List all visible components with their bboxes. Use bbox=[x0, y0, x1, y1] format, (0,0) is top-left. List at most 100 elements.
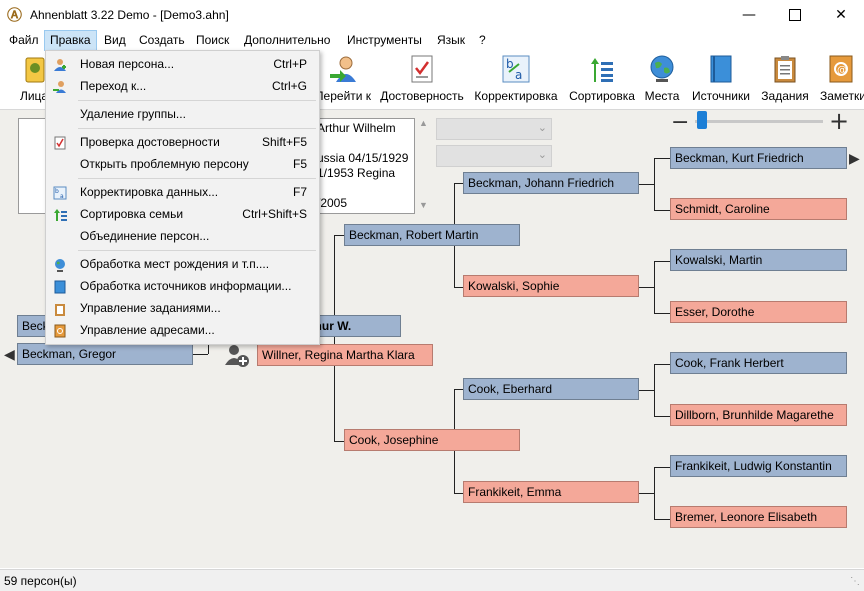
plausibility-icon bbox=[53, 135, 67, 150]
toolbar-places-button[interactable]: Места bbox=[642, 54, 682, 106]
tree-node-grandparent[interactable]: Cook, Eberhard bbox=[463, 378, 639, 400]
connector bbox=[654, 416, 670, 417]
tree-node-great-grandparent[interactable]: Kowalski, Martin bbox=[670, 249, 847, 271]
connector bbox=[638, 184, 654, 185]
toolbar-plausibility-button[interactable]: Достоверность bbox=[378, 54, 466, 106]
tree-node-spouse[interactable]: Willner, Regina Martha Klara bbox=[257, 344, 433, 366]
menu-delete-group[interactable]: Удаление группы... bbox=[46, 103, 319, 125]
zoom-slider-thumb[interactable] bbox=[697, 111, 707, 129]
toolbar-goto-button[interactable]: Перейти к bbox=[312, 54, 374, 106]
connector bbox=[654, 261, 670, 262]
menu-new-person[interactable]: Новая персона... Ctrl+P bbox=[46, 53, 319, 75]
tree-node-grandparent[interactable]: Kowalski, Sophie bbox=[463, 275, 639, 297]
tree-node-great-grandparent[interactable]: Esser, Dorothe bbox=[670, 301, 847, 323]
menu-edit-sources[interactable]: Обработка источников информации... bbox=[46, 275, 319, 297]
combo-1[interactable]: ⌄ bbox=[436, 118, 552, 140]
tree-node-grandparent[interactable]: Frankikeit, Emma bbox=[463, 481, 639, 503]
toolbar-plausibility-label: Достоверность bbox=[380, 89, 464, 103]
menu-edit[interactable]: Правка bbox=[44, 30, 97, 51]
tree-node-great-grandparent[interactable]: Beckman, Kurt Friedrich bbox=[670, 147, 847, 169]
connector bbox=[334, 441, 344, 442]
menu-language[interactable]: Язык bbox=[437, 33, 466, 47]
menu-label: Управление заданиями... bbox=[80, 301, 221, 315]
zoom-slider-track[interactable] bbox=[695, 120, 823, 123]
tree-node-great-grandparent[interactable]: Bremer, Leonore Elisabeth bbox=[670, 506, 847, 528]
svg-text:@: @ bbox=[837, 65, 847, 76]
close-button[interactable]: ✕ bbox=[818, 0, 864, 30]
toolbar-notes-button[interactable]: @ Заметки bbox=[816, 54, 864, 106]
menu-sort-family[interactable]: Сортировка семьи Ctrl+Shift+S bbox=[46, 203, 319, 225]
menu-create[interactable]: Создать bbox=[139, 33, 185, 47]
nav-right-arrow-icon[interactable]: ▶ bbox=[849, 150, 860, 166]
combo-2[interactable]: ⌄ bbox=[436, 145, 552, 167]
connector bbox=[654, 519, 670, 520]
tree-node-great-grandparent[interactable]: Dillborn, Brunhilde Magarethe bbox=[670, 404, 847, 426]
maximize-button[interactable] bbox=[772, 0, 818, 30]
add-person-icon[interactable] bbox=[224, 343, 250, 369]
menu-tools[interactable]: Инструменты bbox=[347, 33, 422, 47]
minimize-button[interactable]: — bbox=[726, 0, 772, 30]
svg-text:b: b bbox=[506, 57, 514, 71]
tree-node-grandparent[interactable]: Beckman, Johann Friedrich bbox=[463, 172, 639, 194]
menu-help[interactable]: ? bbox=[479, 33, 486, 47]
zoom-out-button[interactable]: − bbox=[671, 110, 690, 135]
tree-node-father[interactable]: Beckman, Robert Martin bbox=[344, 224, 520, 246]
connector bbox=[654, 158, 670, 159]
tree-node-great-grandparent[interactable]: Schmidt, Caroline bbox=[670, 198, 847, 220]
toolbar-tasks-button[interactable]: Задания bbox=[760, 54, 810, 106]
menu-plausibility-check[interactable]: Проверка достоверности Shift+F5 bbox=[46, 131, 319, 153]
menu-label: Корректировка данных... bbox=[80, 185, 219, 199]
connector bbox=[654, 313, 670, 314]
sort-icon bbox=[53, 207, 67, 221]
menu-edit-places[interactable]: Обработка мест рождения и т.п.... bbox=[46, 253, 319, 275]
zoom-in-button[interactable]: + bbox=[829, 107, 850, 135]
connector bbox=[638, 287, 654, 288]
toolbar-sort-button[interactable]: Сортировка bbox=[567, 54, 637, 106]
connector bbox=[454, 493, 464, 494]
connector bbox=[334, 235, 344, 236]
address-book-icon bbox=[53, 323, 67, 338]
menu-view[interactable]: Вид bbox=[104, 33, 126, 47]
menu-goto-person[interactable]: Переход к... Ctrl+G bbox=[46, 75, 319, 97]
menu-manage-tasks[interactable]: Управление заданиями... bbox=[46, 297, 319, 319]
tree-node-great-grandparent[interactable]: Frankikeit, Ludwig Konstantin bbox=[670, 455, 847, 477]
edit-menu-dropdown: Новая персона... Ctrl+P Переход к... Ctr… bbox=[45, 50, 320, 345]
scroll-down-icon[interactable]: ▼ bbox=[419, 200, 428, 210]
tree-node-great-grandparent[interactable]: Cook, Frank Herbert bbox=[670, 352, 847, 374]
menu-file[interactable]: Файл bbox=[9, 33, 39, 47]
menu-shortcut: Ctrl+G bbox=[271, 79, 307, 93]
scroll-up-icon[interactable]: ▲ bbox=[419, 118, 428, 128]
resize-grip-icon[interactable]: ⋱ bbox=[850, 576, 860, 587]
globe-icon bbox=[647, 54, 677, 84]
connector bbox=[454, 389, 464, 390]
tree-node-child[interactable]: Beckman, Gregor bbox=[17, 343, 193, 365]
menu-separator bbox=[78, 100, 316, 101]
menu-shortcut: F5 bbox=[292, 157, 307, 171]
toolbar-faces-button[interactable]: Лица bbox=[16, 54, 52, 106]
connector bbox=[654, 158, 655, 210]
menu-manage-addresses[interactable]: Управление адресами... bbox=[46, 319, 319, 341]
toolbar-notes-label: Заметки bbox=[820, 89, 864, 103]
menu-label: Удаление группы... bbox=[80, 107, 186, 121]
toolbar-sources-label: Источники bbox=[692, 89, 750, 103]
info-line-2: ussia 04/15/1929 bbox=[317, 151, 409, 165]
connector bbox=[654, 467, 670, 468]
tree-node-mother[interactable]: Cook, Josephine bbox=[344, 429, 520, 451]
chevron-down-icon: ⌄ bbox=[537, 122, 547, 134]
add-person-icon bbox=[53, 57, 67, 71]
menu-open-problem-person[interactable]: Открыть проблемную персону F5 bbox=[46, 153, 319, 175]
menu-advanced[interactable]: Дополнительно bbox=[244, 33, 331, 47]
toolbar-sources-button[interactable]: Источники bbox=[689, 54, 753, 106]
menu-merge-persons[interactable]: Объединение персон... bbox=[46, 225, 319, 247]
menu-label: Переход к... bbox=[80, 79, 147, 93]
nav-left-arrow-icon[interactable]: ◀ bbox=[4, 346, 15, 362]
connector bbox=[192, 354, 208, 355]
menu-search[interactable]: Поиск bbox=[196, 33, 230, 47]
app-icon[interactable]: Ⓐ bbox=[7, 6, 23, 24]
toolbar-goto-label: Перейти к bbox=[314, 89, 372, 103]
menu-shortcut: Shift+F5 bbox=[261, 135, 307, 149]
info-scrollbar[interactable]: ▲ ▼ bbox=[416, 118, 430, 212]
book-icon bbox=[706, 54, 736, 84]
